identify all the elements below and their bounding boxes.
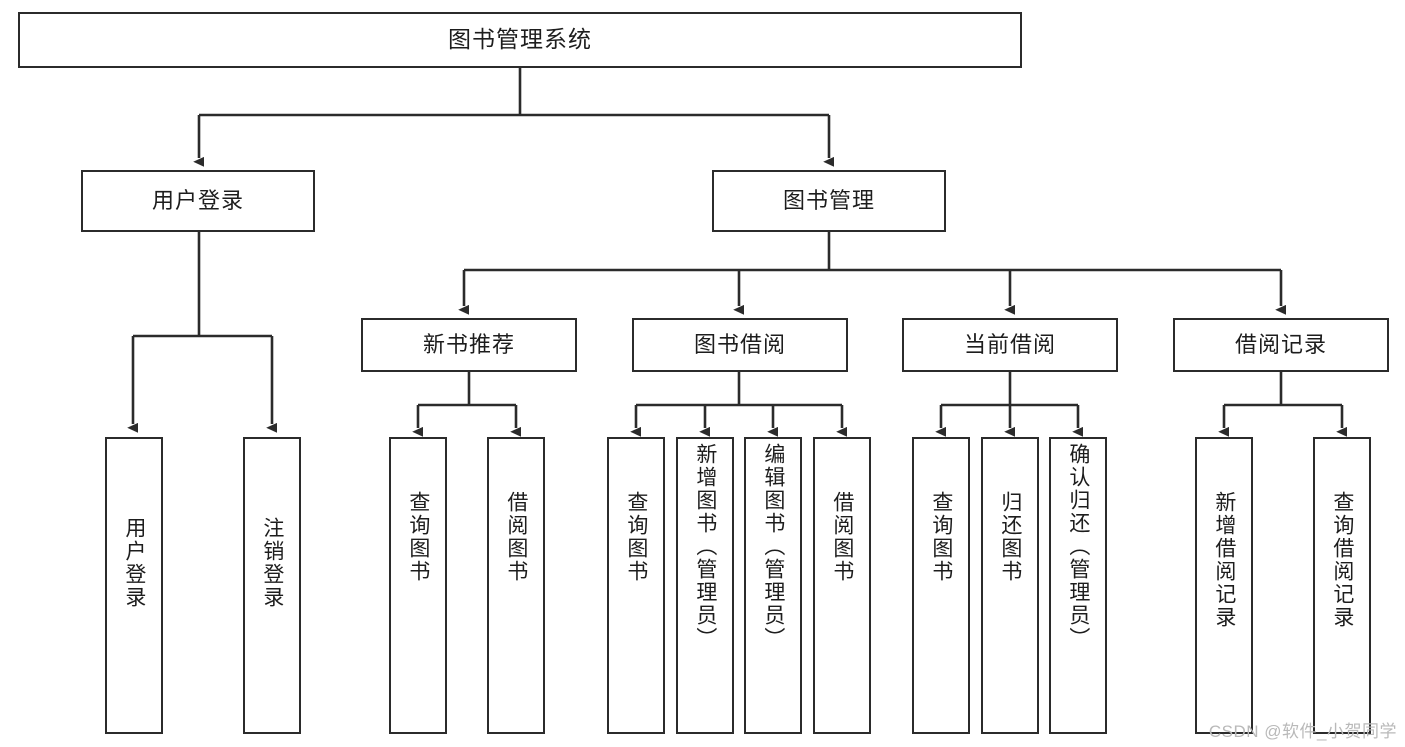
leaf-current-return-book-label: 归还图书 [998, 491, 1022, 583]
node-new-book-recommend[interactable]: 新书推荐 [361, 318, 577, 372]
node-borrow-records-label: 借阅记录 [1234, 331, 1327, 357]
leaf-user-login-signin[interactable]: 用户登录 [105, 437, 163, 734]
leaf-borrow-add-book-admin-label: 新增图书（管理员） [693, 443, 717, 650]
leaf-current-confirm-return-admin[interactable]: 确认归还（管理员） [1049, 437, 1107, 734]
watermark-text: CSDN @软件_小贺同学 [1208, 722, 1397, 741]
leaf-current-return-book[interactable]: 归还图书 [981, 437, 1039, 734]
node-current-borrow-label: 当前借阅 [963, 331, 1056, 357]
node-book-borrow-label: 图书借阅 [693, 331, 786, 357]
node-root-label: 图书管理系统 [448, 26, 592, 53]
leaf-user-login-signout[interactable]: 注销登录 [243, 437, 301, 734]
leaf-borrow-query-book-label: 查询图书 [624, 491, 648, 583]
node-root[interactable]: 图书管理系统 [18, 12, 1022, 68]
leaf-recommend-borrow-book-label: 借阅图书 [504, 491, 528, 583]
node-book-borrow[interactable]: 图书借阅 [632, 318, 848, 372]
node-new-book-recommend-label: 新书推荐 [422, 331, 515, 357]
leaf-borrow-borrow-book-label: 借阅图书 [830, 491, 854, 583]
leaf-current-confirm-return-admin-label: 确认归还（管理员） [1066, 443, 1090, 650]
node-borrow-records[interactable]: 借阅记录 [1173, 318, 1389, 372]
leaf-records-add-record-label: 新增借阅记录 [1212, 491, 1236, 629]
leaf-current-query-book-label: 查询图书 [929, 491, 953, 583]
node-book-management-label: 图书管理 [782, 187, 875, 213]
leaf-user-login-signout-label: 注销登录 [260, 517, 284, 609]
leaf-recommend-query-book-label: 查询图书 [406, 491, 430, 583]
leaf-records-add-record[interactable]: 新增借阅记录 [1195, 437, 1253, 734]
leaf-borrow-add-book-admin[interactable]: 新增图书（管理员） [676, 437, 734, 734]
leaf-borrow-edit-book-admin-label: 编辑图书（管理员） [761, 443, 785, 650]
node-book-management[interactable]: 图书管理 [712, 170, 946, 232]
leaf-borrow-query-book[interactable]: 查询图书 [607, 437, 665, 734]
leaf-recommend-borrow-book[interactable]: 借阅图书 [487, 437, 545, 734]
leaf-recommend-query-book[interactable]: 查询图书 [389, 437, 447, 734]
leaf-borrow-borrow-book[interactable]: 借阅图书 [813, 437, 871, 734]
leaf-records-query-record[interactable]: 查询借阅记录 [1313, 437, 1371, 734]
leaf-user-login-signin-label: 用户登录 [122, 517, 146, 609]
node-current-borrow[interactable]: 当前借阅 [902, 318, 1118, 372]
leaf-current-query-book[interactable]: 查询图书 [912, 437, 970, 734]
node-user-login[interactable]: 用户登录 [81, 170, 315, 232]
leaf-borrow-edit-book-admin[interactable]: 编辑图书（管理员） [744, 437, 802, 734]
node-user-login-label: 用户登录 [151, 187, 244, 213]
leaf-records-query-record-label: 查询借阅记录 [1330, 491, 1354, 629]
